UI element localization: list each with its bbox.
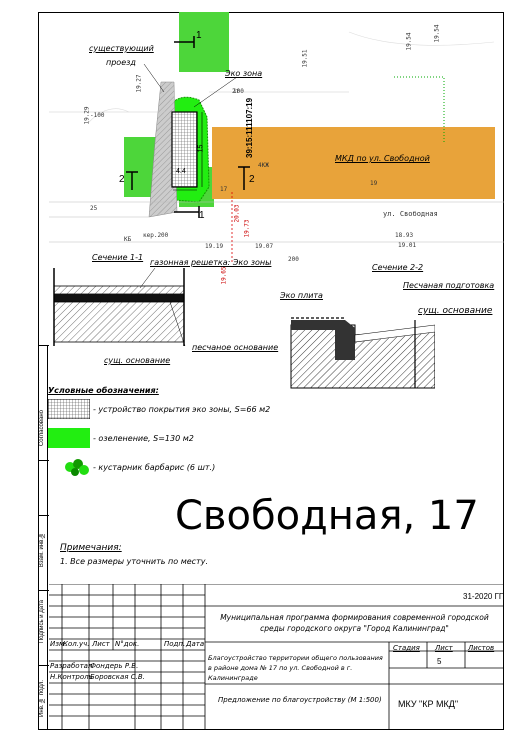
plan-number: 100 (233, 88, 244, 95)
dimension: 15 (197, 144, 205, 153)
eco-zone-grate (171, 111, 198, 188)
role: Разработал (50, 662, 93, 670)
tb-header: Подп. (164, 640, 186, 648)
notes-line: 1. Все размеры уточнить по месту. (60, 557, 208, 566)
section-mark: 1 (196, 30, 202, 41)
side-strip (38, 345, 48, 730)
tb-header: Кол.уч. (63, 640, 90, 648)
tb-header: Лист (92, 640, 110, 648)
role: Н.Контроль (50, 673, 93, 681)
section2-title: Сечение 2-2 (372, 263, 424, 272)
side-label: Подпись и дата (39, 600, 45, 644)
plan-number: 17 (220, 186, 228, 193)
plan-number: 2т (232, 88, 240, 95)
legend-eco-swatch (48, 399, 90, 419)
cadastral-number: 39:15:111107:19 (245, 97, 254, 158)
side-label: Взам. инв.№ (39, 532, 45, 568)
title-block-lines (49, 584, 504, 730)
section2-sand-label: Песчаная подготовка (403, 281, 495, 290)
elevation: 18.93 (395, 232, 414, 239)
section2-drawing (290, 317, 435, 389)
plan-number: 25 (90, 205, 98, 212)
address-title: Свободная, 17 (175, 493, 479, 539)
org-name: МКУ "КР МКД" (398, 699, 459, 709)
tb-header: Изм. (50, 640, 67, 648)
tb-header: Дата (186, 640, 205, 648)
existing-driveway-label: проезд (106, 58, 136, 67)
section-mark: 2 (119, 174, 125, 185)
section2-eco-plate-label: Эко плита (280, 291, 323, 300)
program-title: Муниципальная программа формирования сов… (220, 613, 489, 633)
eco-zone-label: Эко зона (225, 69, 263, 78)
person-name: Фондерь Р.В. (90, 662, 139, 670)
barberry-shrub-icon (65, 459, 89, 476)
elevation: 19.07 (255, 243, 274, 250)
elevation: 19.54 (405, 32, 413, 51)
sheets-header: Листов (468, 644, 495, 652)
elevation: 20.03 (233, 204, 241, 223)
doc-code: 31-2020 ГП (463, 592, 505, 601)
dimension: 4.4 (176, 168, 186, 175)
notes-title: Примечания: (60, 543, 122, 553)
sheet-number: 5 (437, 657, 442, 666)
section1-grate-label: газонная решетка: Эко зоны (150, 258, 272, 267)
mkd-label: МКД по ул. Свободной (335, 154, 430, 163)
elevation: 19.19 (205, 243, 224, 250)
elevation: 19.54 (433, 24, 441, 43)
side-label: Согласовано (39, 410, 45, 447)
plan-number: 4КЖ (258, 162, 269, 169)
plan-number: 200 (288, 256, 299, 263)
tb-header: N°док. (115, 640, 140, 648)
plan-number: КБ (124, 236, 132, 243)
legend-green-swatch (48, 428, 90, 448)
section1-title: Сечение 1-1 (92, 253, 144, 262)
legend-item: - кустарник барбарис (6 шт.) (93, 463, 216, 472)
elevation: 19.65 (220, 266, 228, 285)
stage-header: Стадия (393, 644, 420, 652)
elevation: 19.51 (301, 49, 309, 68)
section1-drawing (53, 268, 186, 347)
section1-sand-label: песчаное основание (192, 343, 279, 352)
elevation: 19.73 (243, 219, 251, 238)
legend-title: Условные обозначения: (48, 386, 159, 395)
street-label: ул. Свободная (383, 210, 438, 218)
existing-driveway-label: существующий (89, 44, 154, 53)
section1-base-label: сущ. основание (104, 356, 171, 365)
plan-number: -100 (90, 112, 105, 119)
plan-number: 19 (370, 180, 378, 187)
section-mark: 2 (249, 174, 255, 185)
elevation: 19.01 (398, 242, 417, 249)
side-label: Инв. № подл. (39, 680, 45, 717)
section-mark: 1 (199, 210, 205, 221)
person-name: Боровская С.В. (90, 673, 145, 681)
site-plan (49, 12, 504, 262)
sheet-title: Предложение по благоустройству (М 1:500) (218, 696, 382, 704)
section2-base-label: сущ. основание (418, 306, 493, 316)
project-title: Благоустройство территории общего пользо… (208, 654, 383, 682)
sheet-header: Лист (435, 644, 453, 652)
plan-number: кер.200 (143, 232, 169, 239)
legend-item: - устройство покрытия эко зоны, S=66 м2 (93, 405, 271, 414)
mkd-building (212, 127, 495, 199)
elevation: 19.27 (135, 74, 143, 93)
legend-item: - озеленение, S=130 м2 (93, 434, 194, 443)
